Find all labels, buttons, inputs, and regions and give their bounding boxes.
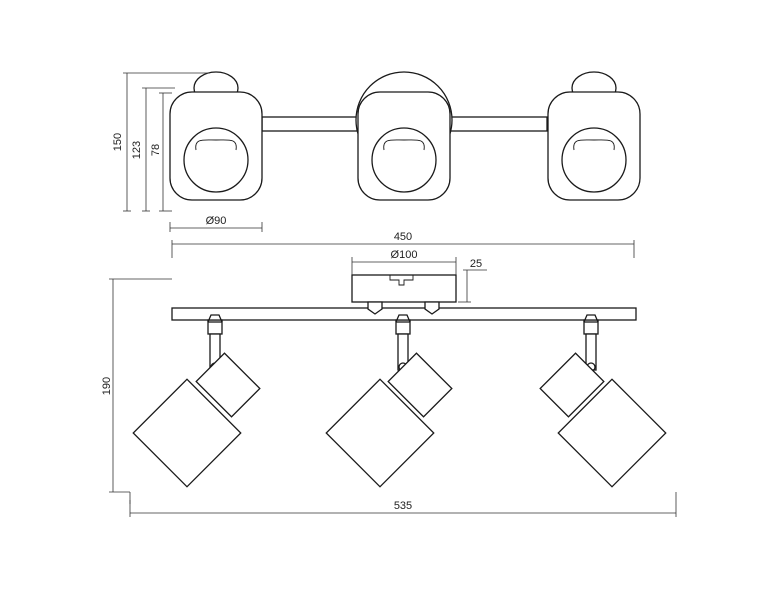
front-screw-right (424, 301, 440, 315)
front-view (132, 274, 667, 488)
top-spot-middle (357, 91, 451, 201)
dim-label-123: 123 (131, 141, 143, 159)
dim-base-diameter: Ø100 (351, 249, 457, 275)
front-spot-right (539, 314, 667, 488)
dim-height-shade-mid: 123 (131, 87, 175, 212)
top-bar-right (446, 116, 548, 132)
front-base-notch (389, 275, 414, 286)
top-bar-left (261, 116, 358, 132)
dim-height-overall: 150 (112, 72, 210, 212)
dim-label-78: 78 (150, 144, 162, 156)
dim-height-shade: 78 (150, 92, 172, 212)
front-screw-left (367, 301, 383, 315)
dim-label-d90: Ø90 (206, 215, 227, 227)
dim-label-d100: Ø100 (391, 249, 418, 261)
front-base-box (351, 274, 457, 303)
front-spot-left (132, 314, 261, 488)
dim-height-side: 190 (101, 278, 172, 504)
top-view (169, 71, 641, 201)
front-spot-middle (325, 314, 453, 488)
dim-label-150: 150 (112, 133, 124, 151)
dim-base-depth: 25 (458, 258, 487, 303)
dim-label-190: 190 (101, 377, 113, 395)
top-spot-left (169, 71, 263, 201)
dim-bar-length: 450 (171, 231, 635, 258)
dim-shade-diameter: Ø90 (169, 215, 263, 232)
top-spot-right (547, 71, 641, 201)
dim-label-450: 450 (394, 231, 412, 243)
dim-width-overall: 535 (129, 492, 677, 517)
dim-label-535: 535 (394, 500, 412, 512)
dim-label-25: 25 (470, 258, 482, 270)
